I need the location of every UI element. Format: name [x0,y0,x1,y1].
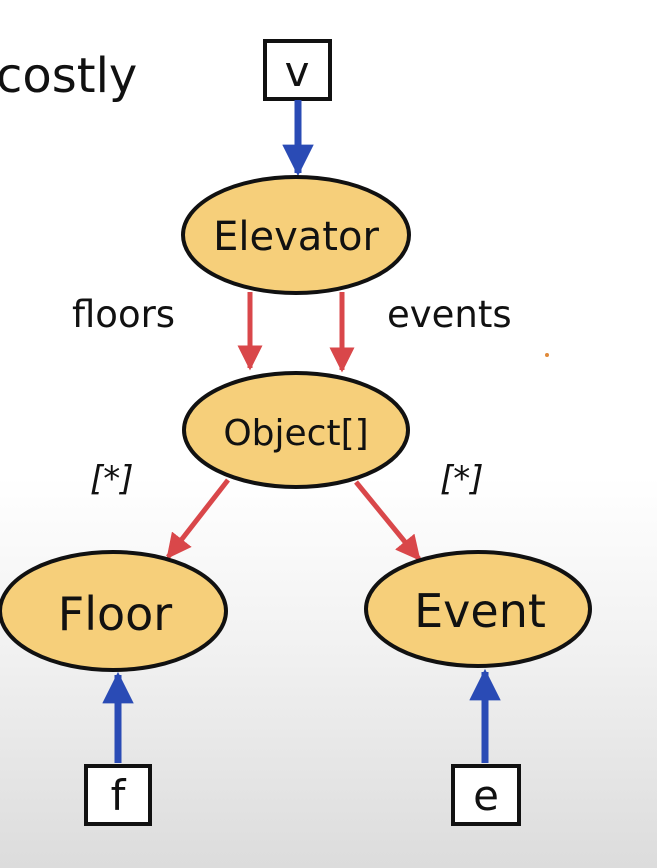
variable-e-box [451,764,521,826]
node-elevator [181,175,411,295]
edge-label-floors: floors [72,293,175,336]
node-elevator-label: Elevator [213,214,379,260]
variable-f-box [84,764,152,826]
edge-label-events: events [387,293,512,336]
variable-v-label: v [285,47,310,96]
node-floor-label: Floor [58,587,173,641]
edge-array-to-floor [166,478,230,559]
variable-e-label: e [473,771,499,820]
heading-text: costly [0,48,137,104]
variable-f-label: f [111,771,127,820]
node-floor [0,550,228,672]
edge-label-left-index: [*] [90,459,134,499]
node-event-label: Event [414,584,546,638]
node-object-array [182,371,410,489]
node-object-array-label: Object[] [223,413,368,454]
stray-dot [545,353,549,357]
node-event [364,550,592,668]
variable-v-box [263,39,332,101]
edge-array-to-event [354,480,421,561]
edge-label-right-index: [*] [440,459,484,499]
